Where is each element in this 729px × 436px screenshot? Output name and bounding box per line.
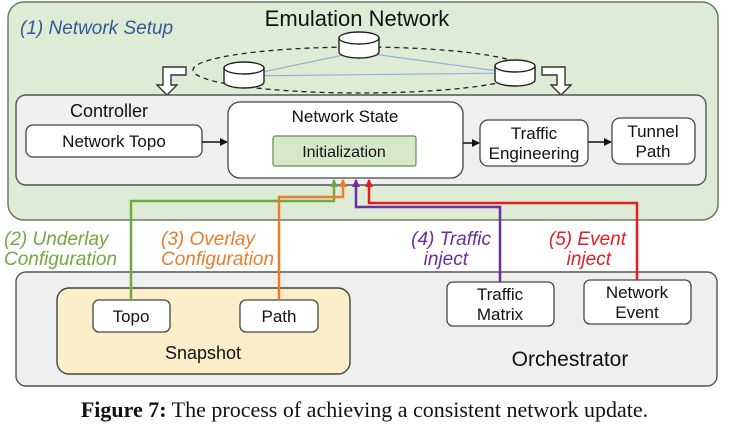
network-state-label: Network State	[292, 107, 399, 126]
emulation-network-title: Emulation Network	[265, 6, 451, 31]
network-event-line1: Network	[606, 283, 669, 302]
event-inject-line	[365, 179, 639, 280]
network-topo-label: Network Topo	[62, 132, 166, 151]
traffic-matrix-line2: Matrix	[477, 305, 524, 324]
traffic-matrix-line1: Traffic	[477, 285, 524, 304]
router-icon	[223, 61, 265, 89]
underlay-label-line1: (2) Underlay	[4, 229, 110, 250]
setup-arrow-right-icon	[541, 66, 573, 96]
network-topo-box	[25, 124, 203, 158]
traffic-engineering-box	[479, 119, 589, 167]
tunnel-path-line1: Tunnel	[627, 122, 678, 141]
traffic-engineering-line1: Traffic	[511, 124, 558, 143]
router-icon	[494, 59, 536, 87]
traffic-label-line2: inject	[424, 249, 469, 270]
router-icon	[338, 31, 380, 59]
overlay-line	[277, 179, 347, 300]
underlay-line	[129, 179, 338, 300]
caption-text: The process of achieving a consistent ne…	[166, 397, 649, 422]
tunnel-path-box	[611, 117, 696, 165]
setup-arrow-left-icon	[155, 66, 187, 96]
diagram: (1) Network Setup Emulation Network Cont…	[4, 1, 719, 387]
initialization-label: Initialization	[302, 144, 386, 161]
snapshot-label: Snapshot	[165, 343, 241, 363]
event-label-line1: (5) Event	[549, 229, 627, 250]
traffic-engineering-line2: Engineering	[489, 144, 580, 163]
topo-label: Topo	[113, 307, 150, 326]
figure-caption: Figure 7: The process of achieving a con…	[0, 397, 729, 423]
traffic-inject-line	[352, 179, 502, 282]
orchestrator-title: Orchestrator	[512, 348, 629, 371]
underlay-label-line2: Configuration	[4, 249, 117, 270]
traffic-label-line1: (4) Traffic	[411, 229, 491, 250]
network-event-line2: Event	[615, 303, 659, 322]
controller-title: Controller	[70, 101, 148, 121]
overlay-label-line1: (3) Overlay	[161, 229, 256, 250]
initialization-box	[272, 135, 417, 167]
event-label-line2: inject	[567, 249, 612, 270]
path-label: Path	[262, 307, 297, 326]
tunnel-path-line2: Path	[636, 142, 671, 161]
network-setup-label: (1) Network Setup	[20, 18, 173, 39]
caption-label: Figure 7:	[80, 397, 167, 422]
overlay-label-line2: Configuration	[161, 249, 274, 270]
